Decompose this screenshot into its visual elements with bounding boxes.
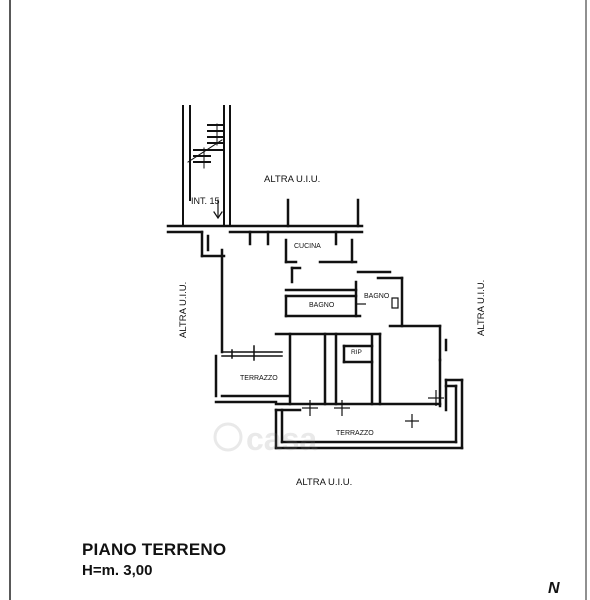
label-altra-bottom: ALTRA U.I.U. <box>296 477 352 488</box>
watermark-logo-icon <box>213 422 243 452</box>
label-bagno-2: BAGNO <box>364 293 390 300</box>
stairwell <box>182 105 231 227</box>
watermark-text: casa <box>246 421 317 457</box>
label-terrazzo-bottom: TERRAZZO <box>336 430 374 437</box>
page-title: PIANO TERRENO <box>82 540 227 559</box>
label-altra-top: ALTRA U.I.U. <box>264 174 320 185</box>
terrazzo-left-railing <box>221 345 283 361</box>
label-bagno-1: BAGNO <box>309 302 335 309</box>
label-altra-left: ALTRA U.I.U. <box>178 282 189 338</box>
label-cucina: CUCINA <box>294 243 321 250</box>
apartment-walls <box>166 198 464 450</box>
label-rip: RIP <box>351 349 362 356</box>
fixtures <box>302 297 444 428</box>
label-int: INT. 15 <box>191 196 220 206</box>
label-terrazzo-left: TERRAZZO <box>240 375 278 382</box>
north-indicator: N <box>548 580 560 597</box>
floor-height: H=m. 3,00 <box>82 562 153 579</box>
label-altra-right: ALTRA U.I.U. <box>476 280 487 336</box>
watermark: casa <box>213 421 317 457</box>
